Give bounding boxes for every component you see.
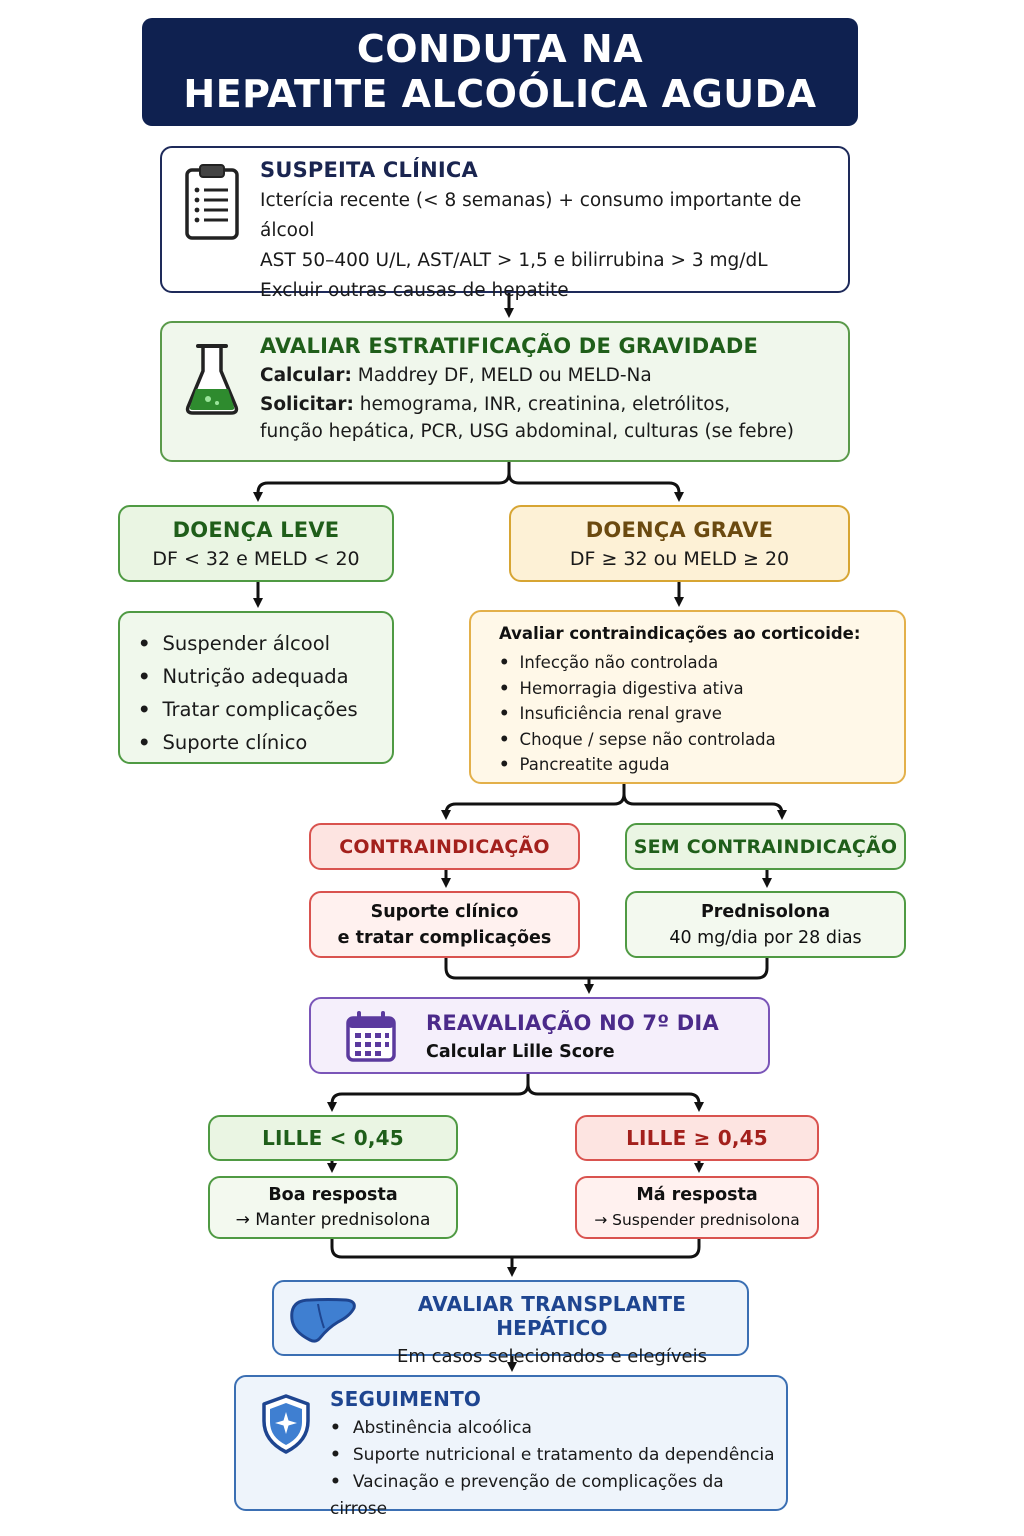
box-sem-contraindicacao: SEM CONTRAINDICAÇÃO bbox=[625, 823, 906, 870]
list-item: Suspender álcool bbox=[138, 627, 358, 660]
liver-icon bbox=[288, 1294, 358, 1348]
arrow-reaval-split-left bbox=[327, 1072, 530, 1112]
shield-icon bbox=[260, 1393, 312, 1459]
calendar-icon bbox=[345, 1011, 397, 1067]
list-item: Suporte nutricional e tratamento da depe… bbox=[330, 1442, 786, 1469]
leve-list: Suspender álcool Nutrição adequada Trata… bbox=[138, 627, 358, 759]
list-item: Pancreatite aguda bbox=[499, 752, 776, 778]
contra-heading: CONTRAINDICAÇÃO bbox=[339, 835, 550, 858]
box-doenca-leve: DOENÇA LEVE DF < 32 e MELD < 20 bbox=[118, 505, 394, 582]
gravidade-calc-label: Calcular: bbox=[260, 365, 352, 386]
title-banner: CONDUTA NA HEPATITE ALCOÓLICA AGUDA bbox=[142, 18, 858, 126]
suspeita-heading: SUSPEITA CLÍNICA bbox=[260, 158, 478, 182]
box-lille-alto: LILLE ≥ 0,45 bbox=[575, 1115, 819, 1161]
seguimento-heading: SEGUIMENTO bbox=[330, 1387, 482, 1411]
lille-low-heading: LILLE < 0,45 bbox=[262, 1126, 404, 1150]
suspeita-line-3: Excluir outras causas de hepatite bbox=[260, 280, 569, 301]
title-line-1: CONDUTA NA bbox=[356, 27, 644, 71]
box-suporte-clinico: Suporte clínico e tratar complicações bbox=[309, 891, 580, 958]
arrow-merge-to-transplante bbox=[330, 1237, 701, 1272]
box-conduta-leve: Suspender álcool Nutrição adequada Trata… bbox=[118, 611, 394, 764]
grave-criteria: DF ≥ 32 ou MELD ≥ 20 bbox=[569, 547, 790, 570]
box-estratificacao-gravidade: AVALIAR ESTRATIFICAÇÃO DE GRAVIDADE Calc… bbox=[160, 321, 850, 462]
list-item: Abstinência alcoólica bbox=[330, 1415, 786, 1442]
list-item: Choque / sepse não controlada bbox=[499, 727, 776, 753]
clipboard-icon bbox=[184, 162, 240, 246]
boa-line-2: → Manter prednisolona bbox=[235, 1209, 431, 1230]
box-lille-baixo: LILLE < 0,45 bbox=[208, 1115, 458, 1161]
reaval-sub: Calcular Lille Score bbox=[426, 1042, 615, 1062]
prednisolona-line-2: 40 mg/dia por 28 dias bbox=[669, 927, 862, 948]
ma-line-2: → Suspender prednisolona bbox=[594, 1210, 800, 1229]
list-item: Nutrição adequada bbox=[138, 660, 358, 693]
arrow-contra-split-right bbox=[622, 792, 787, 820]
box-transplante-hepatico: AVALIAR TRANSPLANTE HEPÁTICO Em casos se… bbox=[272, 1280, 749, 1367]
lille-high-heading: LILLE ≥ 0,45 bbox=[626, 1126, 768, 1150]
grave-heading: DOENÇA GRAVE bbox=[585, 517, 774, 542]
transplante-heading: AVALIAR TRANSPLANTE HEPÁTICO bbox=[417, 1292, 687, 1340]
arrow-gravidade-split bbox=[253, 460, 511, 502]
gravidade-heading: AVALIAR ESTRATIFICAÇÃO DE GRAVIDADE bbox=[260, 334, 759, 358]
transplante-sub: Em casos selecionados e elegíveis bbox=[397, 1346, 707, 1367]
suporte-line-1: Suporte clínico bbox=[370, 901, 519, 922]
contra-list-title: Avaliar contraindicações ao corticoide: bbox=[499, 624, 861, 643]
box-reavaliacao: REAVALIAÇÃO NO 7º DIA Calcular Lille Sco… bbox=[309, 997, 770, 1074]
box-seguimento: SEGUIMENTO Abstinência alcoólica Suporte… bbox=[234, 1375, 788, 1519]
sem-contra-heading: SEM CONTRAINDICAÇÃO bbox=[633, 835, 898, 858]
list-item: Infecção não controlada bbox=[499, 650, 776, 676]
list-item: Insuficiência renal grave bbox=[499, 701, 776, 727]
prednisolona-line-1: Prednisolona bbox=[700, 901, 831, 922]
flask-icon bbox=[184, 341, 240, 421]
leve-criteria: DF < 32 e MELD < 20 bbox=[152, 547, 360, 570]
box-ma-resposta: Má resposta → Suspender prednisolona bbox=[575, 1176, 819, 1239]
ma-line-1: Má resposta bbox=[636, 1184, 758, 1205]
box-doenca-grave: DOENÇA GRAVE DF ≥ 32 ou MELD ≥ 20 bbox=[509, 505, 850, 582]
seguimento-list: Abstinência alcoólica Suporte nutriciona… bbox=[330, 1415, 786, 1523]
arrow-reaval-split-right bbox=[526, 1082, 704, 1112]
box-prednisolona: Prednisolona 40 mg/dia por 28 dias bbox=[625, 891, 906, 958]
contra-list: Infecção não controlada Hemorragia diges… bbox=[499, 650, 776, 778]
title-line-2: HEPATITE ALCOÓLICA AGUDA bbox=[183, 72, 817, 116]
suspeita-line-2: AST 50–400 U/L, AST/ALT > 1,5 e bilirrub… bbox=[260, 250, 768, 271]
suspeita-line-1: Icterícia recente (< 8 semanas) + consum… bbox=[260, 190, 802, 241]
list-item: Hemorragia digestiva ativa bbox=[499, 676, 776, 702]
box-contraindicacoes-corticoide: Avaliar contraindicações ao corticoide: … bbox=[469, 610, 906, 784]
arrow-gravidade-to-grave bbox=[507, 471, 684, 502]
list-item: Suporte clínico bbox=[138, 726, 358, 759]
boa-line-1: Boa resposta bbox=[268, 1184, 398, 1205]
gravidade-calc-text: Maddrey DF, MELD ou MELD-Na bbox=[351, 365, 652, 386]
box-suspeita-clinica: SUSPEITA CLÍNICA Icterícia recente (< 8 … bbox=[160, 146, 850, 301]
gravidade-solic-text-2: função hepática, PCR, USG abdominal, cul… bbox=[260, 421, 795, 442]
gravidade-solic-label: Solicitar: bbox=[260, 394, 354, 415]
list-item: Tratar complicações bbox=[138, 693, 357, 726]
reaval-heading: REAVALIAÇÃO NO 7º DIA bbox=[426, 1011, 719, 1035]
box-boa-resposta: Boa resposta → Manter prednisolona bbox=[208, 1176, 458, 1239]
arrow-merge-to-reaval bbox=[444, 956, 769, 989]
arrow-contra-split-left bbox=[441, 782, 626, 820]
leve-heading: DOENÇA LEVE bbox=[172, 517, 340, 542]
box-contraindicacao: CONTRAINDICAÇÃO bbox=[309, 823, 580, 870]
suporte-line-2: e tratar complicações bbox=[337, 927, 552, 948]
list-item: Vacinação e prevenção de complicações da… bbox=[330, 1469, 786, 1523]
gravidade-solic-text: hemograma, INR, creatinina, eletrólitos, bbox=[353, 394, 731, 415]
